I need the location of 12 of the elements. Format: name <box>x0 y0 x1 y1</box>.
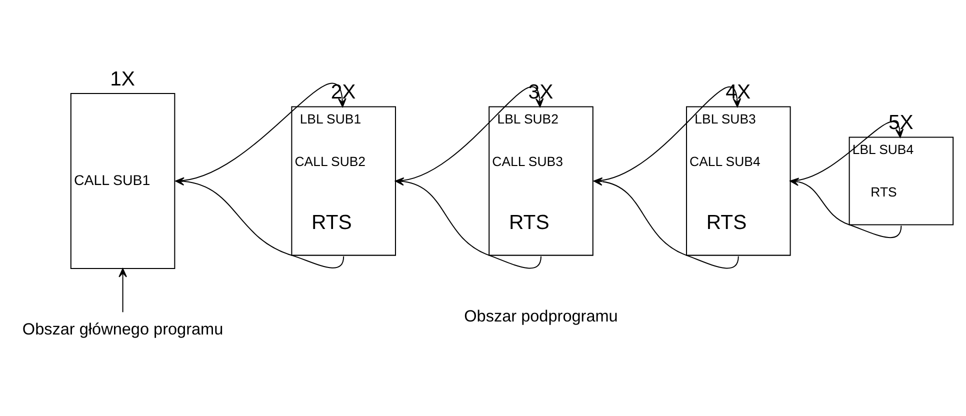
arrow <box>394 177 542 269</box>
node-text: Obszar głównego programu <box>22 320 224 338</box>
node-box: LBL SUB1 CALL SUB2 RTS <box>291 106 396 256</box>
arrow <box>118 268 127 312</box>
node-box: CALL SUB1 <box>70 93 176 270</box>
node-box: LBL SUB2 CALL SUB3 RTS <box>488 106 594 256</box>
node-box: LBL SUB3 CALL SUB4 RTS <box>686 106 791 256</box>
node-box: LBL SUB4 RTS <box>848 136 954 226</box>
node-label: 5X <box>888 112 914 134</box>
node-label: 1X <box>110 68 135 90</box>
arrow <box>593 177 739 269</box>
label: Obszar podprogramu <box>464 307 618 326</box>
